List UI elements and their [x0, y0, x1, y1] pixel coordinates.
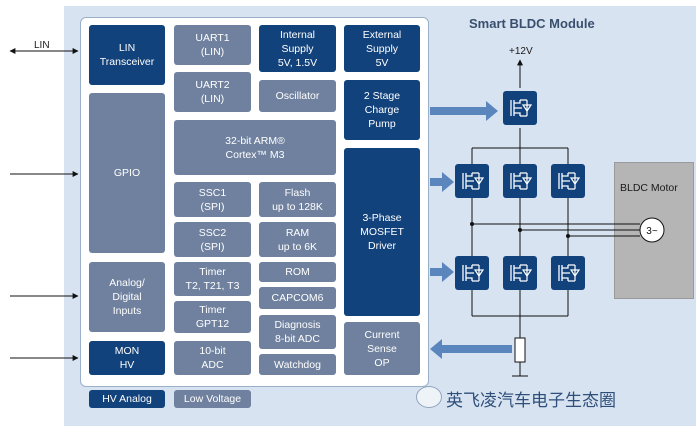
ssc2-block: SSC2 (SPI) — [174, 222, 251, 257]
oscillator-block: Oscillator — [259, 80, 336, 112]
bldc-motor-label: BLDC Motor — [620, 182, 678, 194]
supply-voltage-label: +12V — [509, 46, 533, 57]
current-sense-arrow — [430, 339, 512, 359]
current-sense-block: Current Sense OP — [344, 322, 420, 375]
low-side-drive-arrow — [430, 262, 454, 282]
module-title: Smart BLDC Module — [469, 16, 595, 31]
capcom6-block: CAPCOM6 — [259, 287, 336, 309]
adc-block: 10-bit ADC — [174, 341, 251, 375]
timer-t2-block: Timer T2, T21, T3 — [174, 262, 251, 296]
arm-core-block: 32-bit ARM® Cortex™ M3 — [174, 120, 336, 175]
uart2-block: UART2 (LIN) — [174, 72, 251, 112]
high-side-drive-arrow — [430, 172, 454, 192]
watchdog-block: Watchdog — [259, 354, 336, 375]
low-side-mosfet-w — [550, 255, 586, 291]
high-side-mosfet-u — [454, 163, 490, 199]
motor-symbol — [639, 217, 665, 243]
low-side-mosfet-v — [502, 255, 538, 291]
charge-pump-block: 2 Stage Charge Pump — [344, 80, 420, 140]
ram-block: RAM up to 6K — [259, 222, 336, 257]
lin-transceiver-block: LIN Transceiver — [89, 25, 165, 85]
high-side-mosfet-w — [550, 163, 586, 199]
mosfet-driver-block: 3-Phase MOSFET Driver — [344, 148, 420, 316]
ssc1-block: SSC1 (SPI) — [174, 182, 251, 217]
flash-block: Flash up to 128K — [259, 182, 336, 217]
lin-label: LIN — [34, 40, 50, 51]
timer-gpt12-block: Timer GPT12 — [174, 301, 251, 333]
low-side-mosfet-u — [454, 255, 490, 291]
shunt-resistor — [514, 337, 526, 363]
analog-digital-inputs-block: Analog/ Digital Inputs — [89, 262, 165, 332]
high-side-mosfet-v — [502, 163, 538, 199]
legend-hv-analog: HV Analog — [89, 390, 165, 408]
rom-block: ROM — [259, 262, 336, 282]
watermark-text: 英飞凌汽车电子生态圈 — [446, 391, 616, 410]
internal-supply-block: Internal Supply 5V, 1.5V — [259, 25, 336, 72]
mon-hv-block: MON HV — [89, 341, 165, 375]
external-supply-block: External Supply 5V — [344, 25, 420, 72]
legend-low-voltage: Low Voltage — [174, 390, 251, 408]
motor-symbol-text: 3~ — [646, 226, 658, 237]
reverse-polarity-mosfet — [502, 90, 538, 126]
uart1-block: UART1 (LIN) — [174, 25, 251, 65]
charge-pump-arrow — [430, 101, 498, 121]
gpio-block: GPIO — [89, 93, 165, 253]
wechat-icon — [416, 386, 442, 408]
diagnosis-block: Diagnosis 8-bit ADC — [259, 315, 336, 349]
